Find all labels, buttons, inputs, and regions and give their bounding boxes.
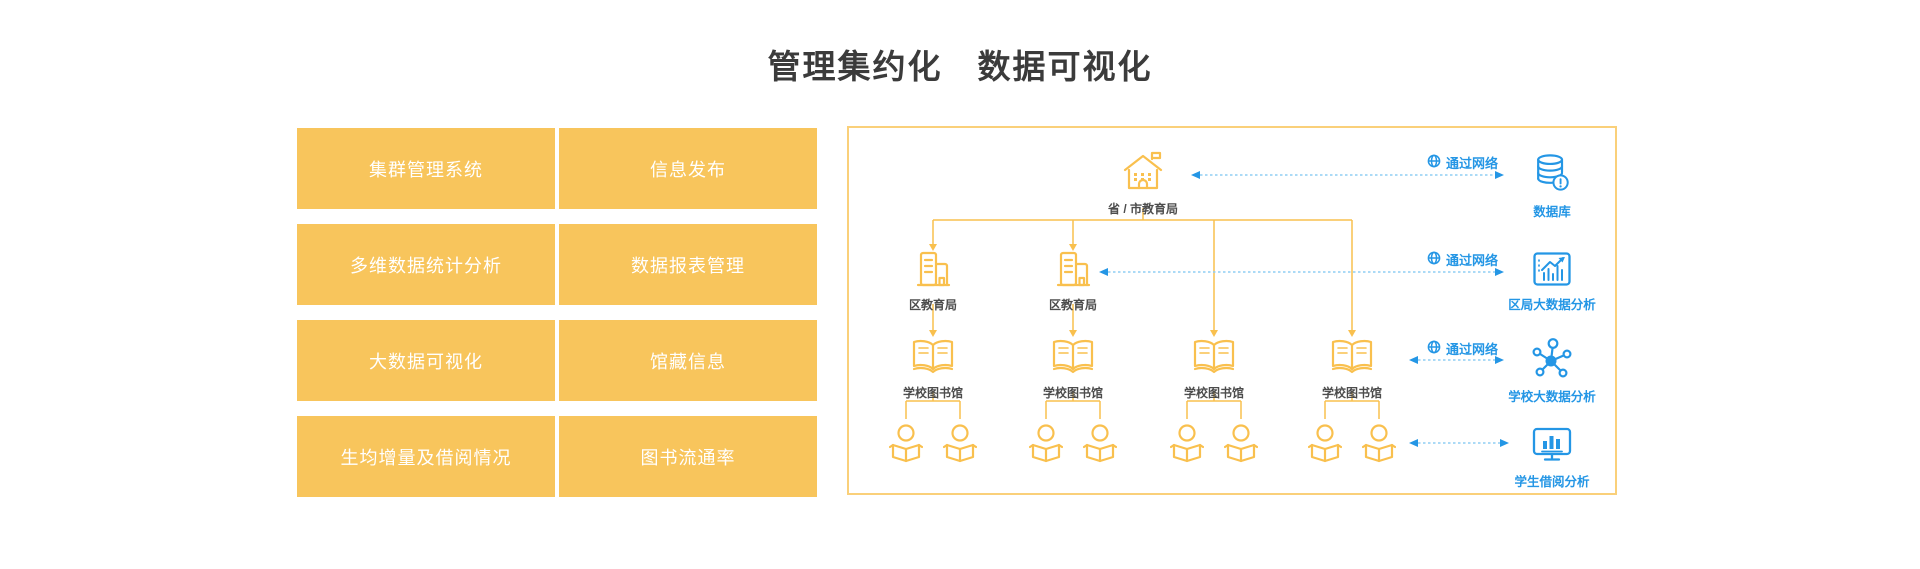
via-network-text: 通过网络: [1446, 342, 1499, 357]
node-label: 学校图书馆: [1183, 386, 1244, 400]
student-reader-icon: [1361, 423, 1397, 468]
student-reader-icon: [1223, 423, 1259, 468]
node-school-library-4: 学校图书馆: [1292, 338, 1412, 401]
via-network-text: 通过网络: [1446, 156, 1499, 171]
node-label: 学校大数据分析: [1508, 390, 1596, 404]
node-school-library-3: 学校图书馆: [1154, 338, 1274, 401]
office-building-icon: [1053, 250, 1093, 293]
via-network-text: 通过网络: [1446, 253, 1499, 268]
student-reader-icon: [1028, 423, 1064, 468]
node-school-library-1: 学校图书馆: [873, 338, 993, 401]
node-label: 学校图书馆: [1042, 386, 1103, 400]
student-reader-icon: [1169, 423, 1205, 468]
feature-tile-grid: 集群管理系统 信息发布 多维数据统计分析 数据报表管理 大数据可视化 馆藏信息 …: [297, 128, 817, 497]
node-label: 学校图书馆: [902, 386, 963, 400]
node-label: 数据库: [1533, 205, 1571, 219]
school-house-icon: [1121, 150, 1165, 197]
open-book-icon: [1191, 338, 1237, 381]
student-reader-icon: [942, 423, 978, 468]
globe-icon: [1427, 251, 1441, 268]
via-network-label-1: 通过网络: [1427, 153, 1498, 172]
tile-per-student-borrowing[interactable]: 生均增量及借阅情况: [297, 416, 555, 497]
tile-bigdata-visualization[interactable]: 大数据可视化: [297, 320, 555, 401]
tile-cluster-management[interactable]: 集群管理系统: [297, 128, 555, 209]
database-icon: [1534, 153, 1570, 198]
open-book-icon: [910, 338, 956, 381]
tile-report-management[interactable]: 数据报表管理: [559, 224, 817, 305]
network-nodes-icon: [1532, 338, 1572, 383]
node-label: 区教育局: [908, 298, 957, 312]
node-label: 学校图书馆: [1321, 386, 1382, 400]
monitor-chart-icon: [1532, 427, 1572, 468]
node-district-bureau-1: 区教育局: [883, 250, 983, 313]
node-label: 学生借阅分析: [1514, 475, 1590, 489]
tile-info-publish[interactable]: 信息发布: [559, 128, 817, 209]
open-book-icon: [1050, 338, 1096, 381]
student-reader-icon: [888, 423, 924, 468]
architecture-diagram-panel: 省 / 市教育局 区教育局 区教育局: [847, 126, 1617, 495]
globe-icon: [1427, 340, 1441, 357]
node-label: 省 / 市教育局: [1107, 202, 1178, 216]
tile-multidim-stats[interactable]: 多维数据统计分析: [297, 224, 555, 305]
node-label: 区局大数据分析: [1508, 298, 1596, 312]
node-district-bureau-2: 区教育局: [1023, 250, 1123, 313]
page-title: 管理集约化 数据可视化: [767, 48, 1153, 85]
node-provincial-education-bureau: 省 / 市教育局: [1083, 150, 1203, 217]
student-reader-icon: [1307, 423, 1343, 468]
via-network-label-3: 通过网络: [1427, 339, 1498, 358]
via-network-label-2: 通过网络: [1427, 250, 1498, 269]
node-district-bigdata-analysis: 区局大数据分析: [1492, 252, 1612, 313]
tile-circulation-rate[interactable]: 图书流通率: [559, 416, 817, 497]
node-student-borrowing-analysis: 学生借阅分析: [1492, 427, 1612, 490]
node-database: 数据库: [1492, 153, 1612, 220]
student-reader-icon: [1082, 423, 1118, 468]
globe-icon: [1427, 154, 1441, 171]
office-building-icon: [913, 250, 953, 293]
node-school-bigdata-analysis: 学校大数据分析: [1492, 338, 1612, 405]
node-label: 区教育局: [1048, 298, 1097, 312]
tile-collection-info[interactable]: 馆藏信息: [559, 320, 817, 401]
node-school-library-2: 学校图书馆: [1013, 338, 1133, 401]
open-book-icon: [1329, 338, 1375, 381]
trend-chart-icon: [1533, 252, 1571, 291]
